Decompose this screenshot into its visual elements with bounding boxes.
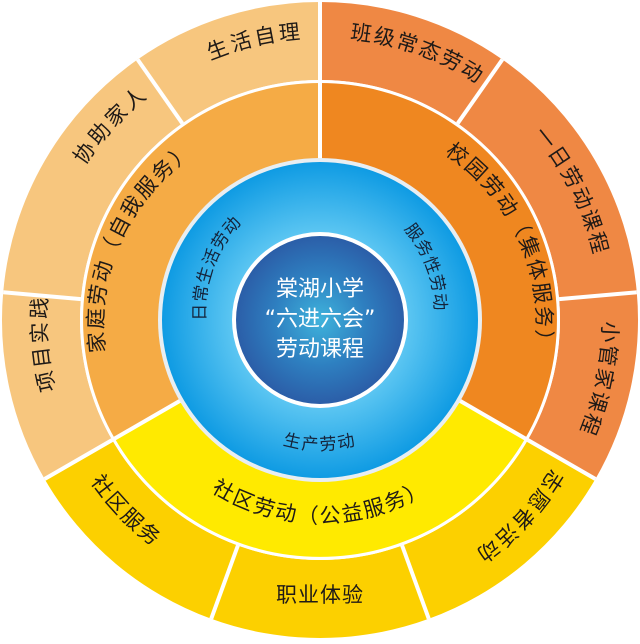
- outer-segment-class-routine-labor: [320, 1, 503, 124]
- outer-segment-daily-labor-course: [457, 59, 637, 300]
- outer-segment-volunteer-activity: [402, 440, 596, 619]
- middle-segment-family-labor: [83, 83, 320, 439]
- middle-segment-community-labor: [114, 400, 526, 557]
- center-title-line-3: 劳动课程: [276, 337, 364, 362]
- outer-segment-project-practice: [1, 292, 113, 479]
- outer-segment-career-experience: [211, 545, 429, 638]
- center-core: [236, 236, 404, 404]
- outer-segment-little-steward-course: [527, 292, 639, 479]
- center-title-line-1: 棠湖小学: [276, 277, 364, 302]
- outer-segment-life-self-care: [137, 1, 320, 124]
- outer-label-career-experience: 职业体验: [276, 583, 364, 607]
- middle-segment-campus-labor: [320, 83, 557, 439]
- middle-ring: [83, 80, 557, 557]
- outer-segment-help-family: [3, 59, 183, 300]
- outer-segment-community-service: [44, 440, 238, 619]
- center-title-line-2: “六进六会”: [265, 307, 376, 332]
